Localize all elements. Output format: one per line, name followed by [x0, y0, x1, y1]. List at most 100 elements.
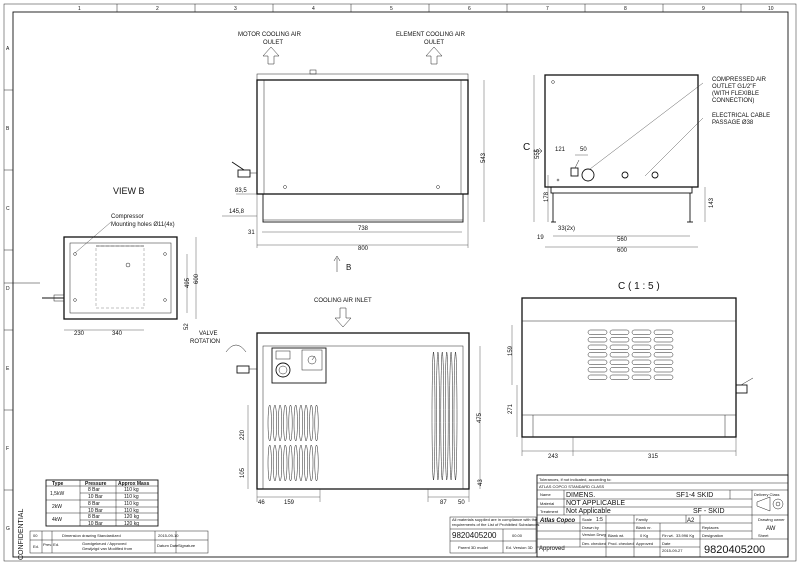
- view-c-marker: C: [523, 142, 530, 153]
- fin-weight-label: Fin wt.: [662, 533, 674, 538]
- grid-col: 10: [768, 6, 774, 12]
- louvre-slot: [587, 337, 608, 343]
- drawing-owner: AW: [766, 526, 776, 532]
- grid-ticks: [4, 4, 742, 491]
- scale-field-label: Scale: [582, 517, 593, 522]
- mass-pressure: 8 Bar: [88, 501, 100, 507]
- louvre-grille-left: [267, 404, 319, 482]
- louvre-slot: [609, 329, 630, 335]
- delivery-class-label: Delivery Class: [754, 492, 780, 497]
- louvre-slot: [293, 404, 298, 442]
- louvre-slot: [587, 367, 608, 373]
- mass-table: Type Pressure Approx Mass 1,5kW 8 Bar 11…: [45, 479, 159, 527]
- louvre-slot: [631, 367, 652, 373]
- rev-number: 00: [33, 533, 38, 538]
- louvre-slot: [444, 351, 449, 481]
- dim-159-c: 159: [508, 345, 514, 356]
- dim-159: 159: [284, 500, 295, 506]
- grid-row: A: [6, 46, 10, 52]
- dim-495: 495: [185, 277, 191, 288]
- rev-date: 2015-09-10: [158, 533, 179, 538]
- dim-105: 105: [240, 467, 246, 478]
- material-field-label: Material: [540, 501, 554, 506]
- prod-checked-label: Prod. checked: [608, 541, 634, 546]
- louvre-slot: [267, 444, 272, 482]
- mass-pressure: 10 Bar: [88, 508, 103, 514]
- grid-col: 6: [468, 6, 471, 12]
- louvre-slot: [609, 367, 630, 373]
- dim-543: 543: [481, 152, 487, 163]
- compressed-outlet-label-2: OUTLET G1/2"F: [712, 84, 756, 90]
- louvre-slot: [587, 329, 608, 335]
- name-value: DIMENS.: [566, 492, 595, 499]
- louvre-slot: [309, 404, 314, 442]
- louvre-slot: [609, 374, 630, 380]
- brand-logo: Atlas Copco: [539, 518, 575, 524]
- compliance-text-2: requirements of the List of Prohibited S…: [452, 522, 539, 527]
- valve-icon: [231, 161, 257, 178]
- revision-block: 00 Dimension drawing Standardized 2015-0…: [18, 509, 209, 560]
- side-skid: [550, 186, 693, 194]
- view-b-title: VIEW B: [113, 186, 145, 196]
- rev-col-approved: Goedgekeurd / Approved: [82, 541, 126, 546]
- louvre-slot: [453, 351, 458, 481]
- paper-size: A2: [687, 518, 695, 524]
- rev-col-date: Datum Date: [157, 543, 179, 548]
- version-drwg-label: Version Drwg: [582, 532, 606, 537]
- dim-121: 121: [555, 147, 566, 153]
- mounting-holes-label: Compressor: [111, 214, 144, 220]
- blank-weight: 0 Kg: [640, 533, 648, 538]
- louvre-slot: [314, 404, 319, 442]
- mass-value: 110 kg: [124, 501, 139, 507]
- louvre-slot: [653, 359, 674, 365]
- mass-type: 4kW: [52, 517, 62, 523]
- rear-view: COOLING AIR INLET VALVE ROTATION 220 105…: [190, 298, 484, 506]
- compliance-number: 9820405200: [452, 531, 497, 540]
- rotation-arrow-icon: [225, 344, 247, 353]
- view-b: VIEW B Compressor Mounting holes Ø11(4x)…: [42, 186, 200, 337]
- mass-value: 110 kg: [124, 487, 139, 493]
- grid-col: 7: [546, 6, 549, 12]
- compliance-ed: 00.00: [512, 533, 523, 538]
- louvre-slot: [449, 351, 453, 481]
- grid-col: 5: [390, 6, 393, 12]
- louvre-slot: [631, 337, 652, 343]
- drawing-number: 9820405200: [704, 544, 765, 556]
- louvre-slot: [653, 367, 674, 373]
- treatment-value: Not Applicable: [566, 508, 611, 515]
- dim-83-5: 83,5: [235, 188, 247, 194]
- rev-col-modified: Gewijzigd van Modified from: [82, 546, 133, 551]
- mass-pressure: 8 Bar: [88, 487, 100, 493]
- inner-border: [12, 11, 789, 558]
- grid-col: 1: [78, 6, 81, 12]
- standard-label: ATLAS COPCO STANDARD CLASS: [539, 484, 605, 489]
- dim-230: 230: [74, 331, 85, 337]
- louvre-slot: [631, 344, 652, 350]
- louvre-slot: [631, 329, 652, 335]
- louvre-slot: [587, 374, 608, 380]
- rev-col-sign: Signature: [178, 543, 196, 548]
- louvre-slot: [288, 444, 293, 482]
- grid-column-labels: 1 2 3 4 5 6 7 8 9 10: [78, 6, 774, 12]
- dim-50-rear: 50: [458, 500, 465, 506]
- louvre-slot: [304, 444, 309, 482]
- dim-600-vb: 600: [194, 273, 200, 284]
- louvre-slot: [283, 444, 288, 482]
- approved-field-label: Approved: [636, 541, 653, 546]
- compressed-outlet-label-4: CONNECTION): [712, 98, 754, 104]
- motor-outlet-label: MOTOR COOLING AIR: [238, 32, 302, 38]
- louvre-slot: [653, 337, 674, 343]
- family-field-label: Family: [636, 517, 648, 522]
- cable-passage-label: ELECTRICAL CABLE: [712, 113, 770, 119]
- louvre-slot: [288, 404, 293, 442]
- arrow-up-icon: [425, 46, 443, 65]
- mass-header-mass: Approx Mass: [118, 481, 150, 487]
- scale-value: 1:5: [596, 517, 603, 523]
- dim-46: 46: [258, 500, 265, 506]
- compliance-text: All materials supplied are in compliance…: [452, 517, 538, 522]
- mass-value: 110 kg: [124, 508, 139, 514]
- louvre-slot: [587, 352, 608, 358]
- arrow-up-icon: [262, 46, 280, 65]
- louvre-slot: [440, 351, 445, 481]
